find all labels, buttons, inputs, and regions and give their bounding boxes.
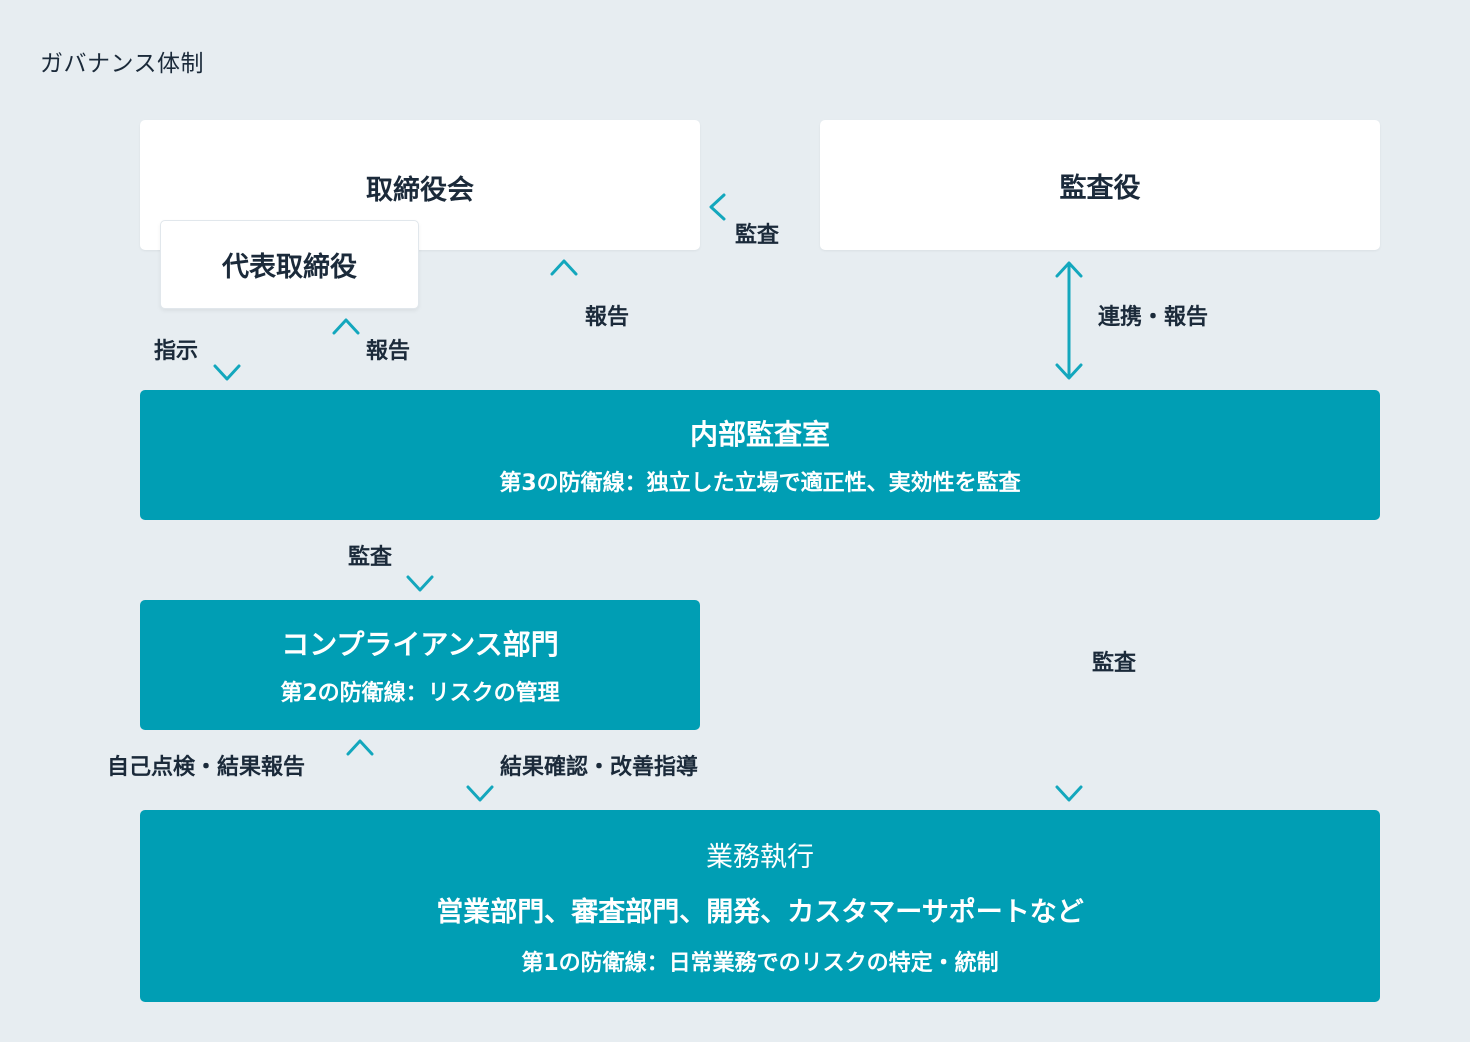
node-compliance-title: コンプライアンス部門 bbox=[281, 628, 559, 661]
node-operations-subtitle: 第1の防衛線：日常業務でのリスクの特定・統制 bbox=[521, 951, 999, 976]
arrow-rep-report bbox=[332, 318, 360, 380]
edge-label-compliance-guidance: 結果確認・改善指導 bbox=[500, 755, 699, 780]
edge-label-auditor-to-board: 監査 bbox=[735, 223, 780, 248]
node-representative-title: 代表取締役 bbox=[222, 252, 357, 283]
node-internal-audit-subtitle: 第3の防衛線：独立した立場で適正性、実効性を監査 bbox=[499, 471, 1021, 496]
node-auditor: 監査役 bbox=[820, 120, 1380, 250]
arrow-internal-to-operations bbox=[1055, 530, 1083, 802]
edge-label-auditor-coop: 連携・報告 bbox=[1098, 305, 1209, 330]
node-board-title: 取締役会 bbox=[366, 175, 474, 206]
node-operations: 業務執行 営業部門、審査部門、開発、カスタマーサポートなど 第1の防衛線：日常業… bbox=[140, 810, 1380, 1002]
edge-label-rep-report: 報告 bbox=[366, 339, 411, 364]
node-compliance-subtitle: 第2の防衛線：リスクの管理 bbox=[280, 681, 560, 706]
node-compliance: コンプライアンス部門 第2の防衛線：リスクの管理 bbox=[140, 600, 700, 730]
arrow-board-report bbox=[550, 259, 578, 380]
arrow-internal-to-compliance bbox=[406, 530, 434, 592]
edge-label-ops-self-check: 自己点検・結果報告 bbox=[107, 755, 306, 780]
node-internal-audit: 内部監査室 第3の防衛線：独立した立場で適正性、実効性を監査 bbox=[140, 390, 1380, 520]
arrow-auditor-coop bbox=[1055, 261, 1083, 380]
edge-label-board-report: 報告 bbox=[585, 305, 630, 330]
edge-label-rep-instruct: 指示 bbox=[154, 339, 199, 364]
arrow-ops-self-check bbox=[346, 739, 374, 799]
arrow-auditor-to-board bbox=[709, 193, 810, 221]
arrow-compliance-guidance bbox=[466, 740, 494, 802]
page-title: ガバナンス体制 bbox=[40, 51, 205, 77]
node-operations-title: 営業部門、審査部門、開発、カスタマーサポートなど bbox=[436, 897, 1084, 928]
node-internal-audit-title: 内部監査室 bbox=[689, 418, 830, 451]
node-auditor-title: 監査役 bbox=[1059, 172, 1141, 204]
node-representative: 代表取締役 bbox=[160, 220, 419, 309]
node-operations-heading: 業務執行 bbox=[706, 842, 814, 873]
edge-label-internal-to-compliance: 監査 bbox=[348, 545, 393, 570]
arrow-rep-instruct bbox=[213, 320, 241, 381]
edge-label-internal-to-operations: 監査 bbox=[1092, 651, 1137, 676]
